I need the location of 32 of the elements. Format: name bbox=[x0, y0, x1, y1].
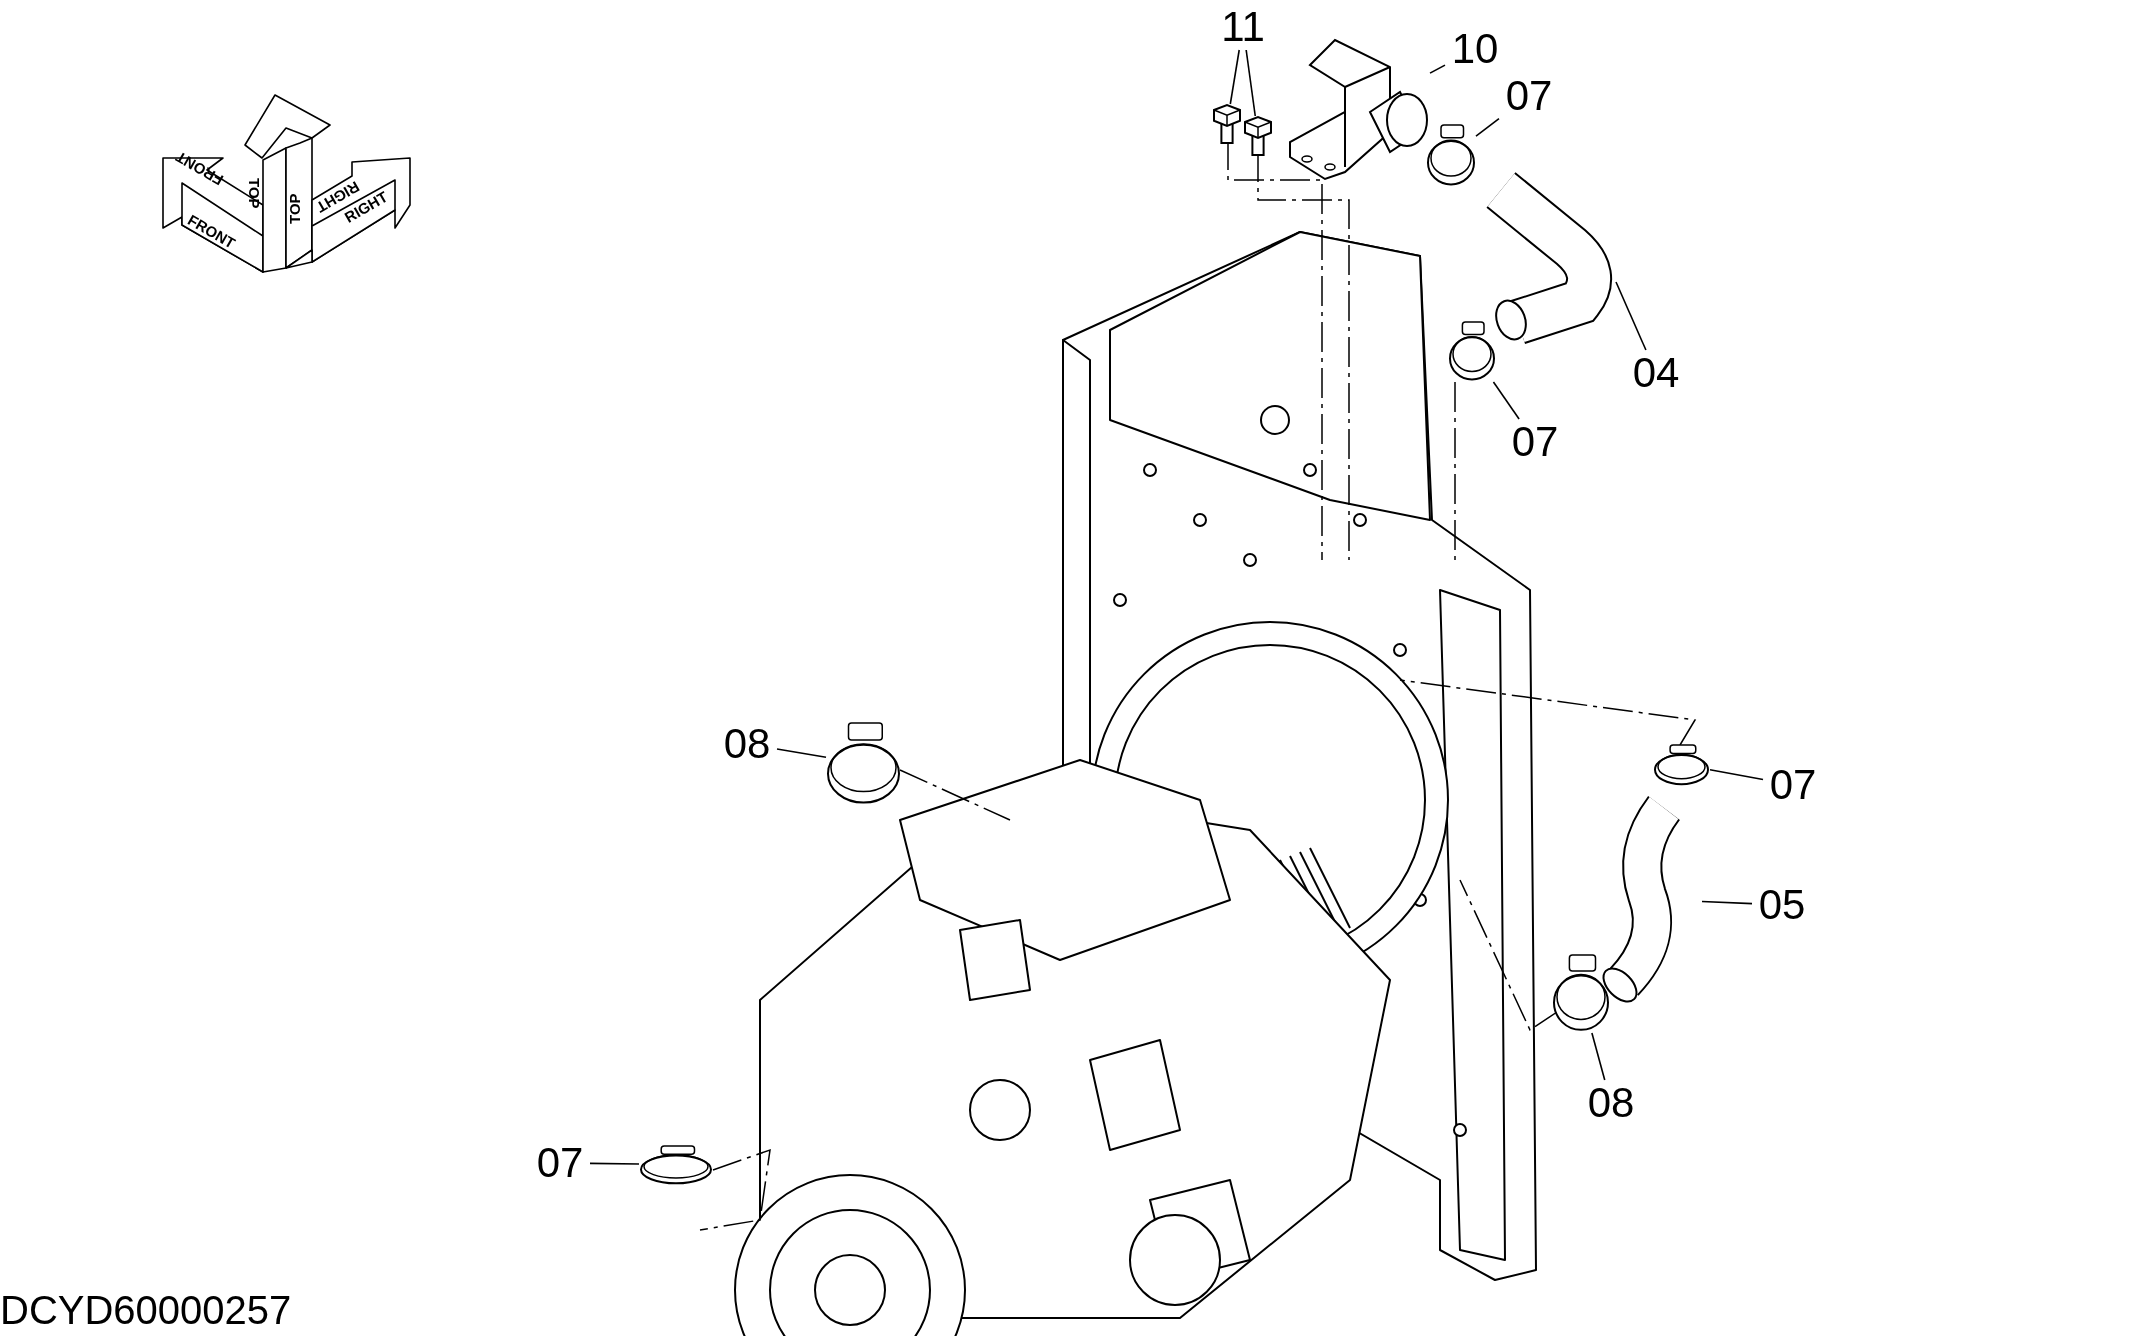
orientation-label: TOP bbox=[246, 178, 262, 209]
leader-line bbox=[1701, 900, 1753, 905]
leader-line bbox=[1591, 1032, 1606, 1081]
bolt-drawing bbox=[1244, 116, 1272, 156]
leader-line bbox=[1245, 49, 1257, 117]
leader-line bbox=[1492, 381, 1520, 420]
hose-clamp-drawing bbox=[1426, 123, 1476, 187]
hose-clamp-drawing bbox=[1552, 953, 1610, 1033]
drawing-number: DCYD60000257 bbox=[0, 1288, 292, 1332]
callout-number: 07 bbox=[1499, 73, 1559, 119]
callout-number: 08 bbox=[1581, 1080, 1641, 1126]
callout-number: 07 bbox=[530, 1140, 590, 1186]
hose-clamp-drawing bbox=[826, 721, 901, 806]
callout-number: 05 bbox=[1752, 882, 1812, 928]
callout-number: 11 bbox=[1213, 4, 1273, 50]
leader-line bbox=[1229, 49, 1240, 105]
leader-line bbox=[1709, 768, 1764, 781]
hose-clamp-drawing bbox=[1448, 320, 1496, 382]
orientation-label: TOP bbox=[287, 193, 303, 224]
callout-number: 07 bbox=[1505, 419, 1565, 465]
callout-number: 07 bbox=[1763, 762, 1823, 808]
hose-clamp-drawing bbox=[639, 1144, 713, 1185]
bolt-drawing bbox=[1213, 104, 1241, 144]
callout-number: 08 bbox=[717, 721, 777, 767]
leader-line bbox=[1615, 281, 1647, 351]
callout-number: 04 bbox=[1626, 350, 1686, 396]
leader-line bbox=[589, 1162, 640, 1165]
hose-clamp-drawing bbox=[1653, 743, 1710, 786]
leader-line bbox=[1475, 117, 1500, 137]
leader-line bbox=[1429, 64, 1446, 74]
callout-number: 10 bbox=[1445, 26, 1505, 72]
leader-line bbox=[776, 748, 827, 758]
